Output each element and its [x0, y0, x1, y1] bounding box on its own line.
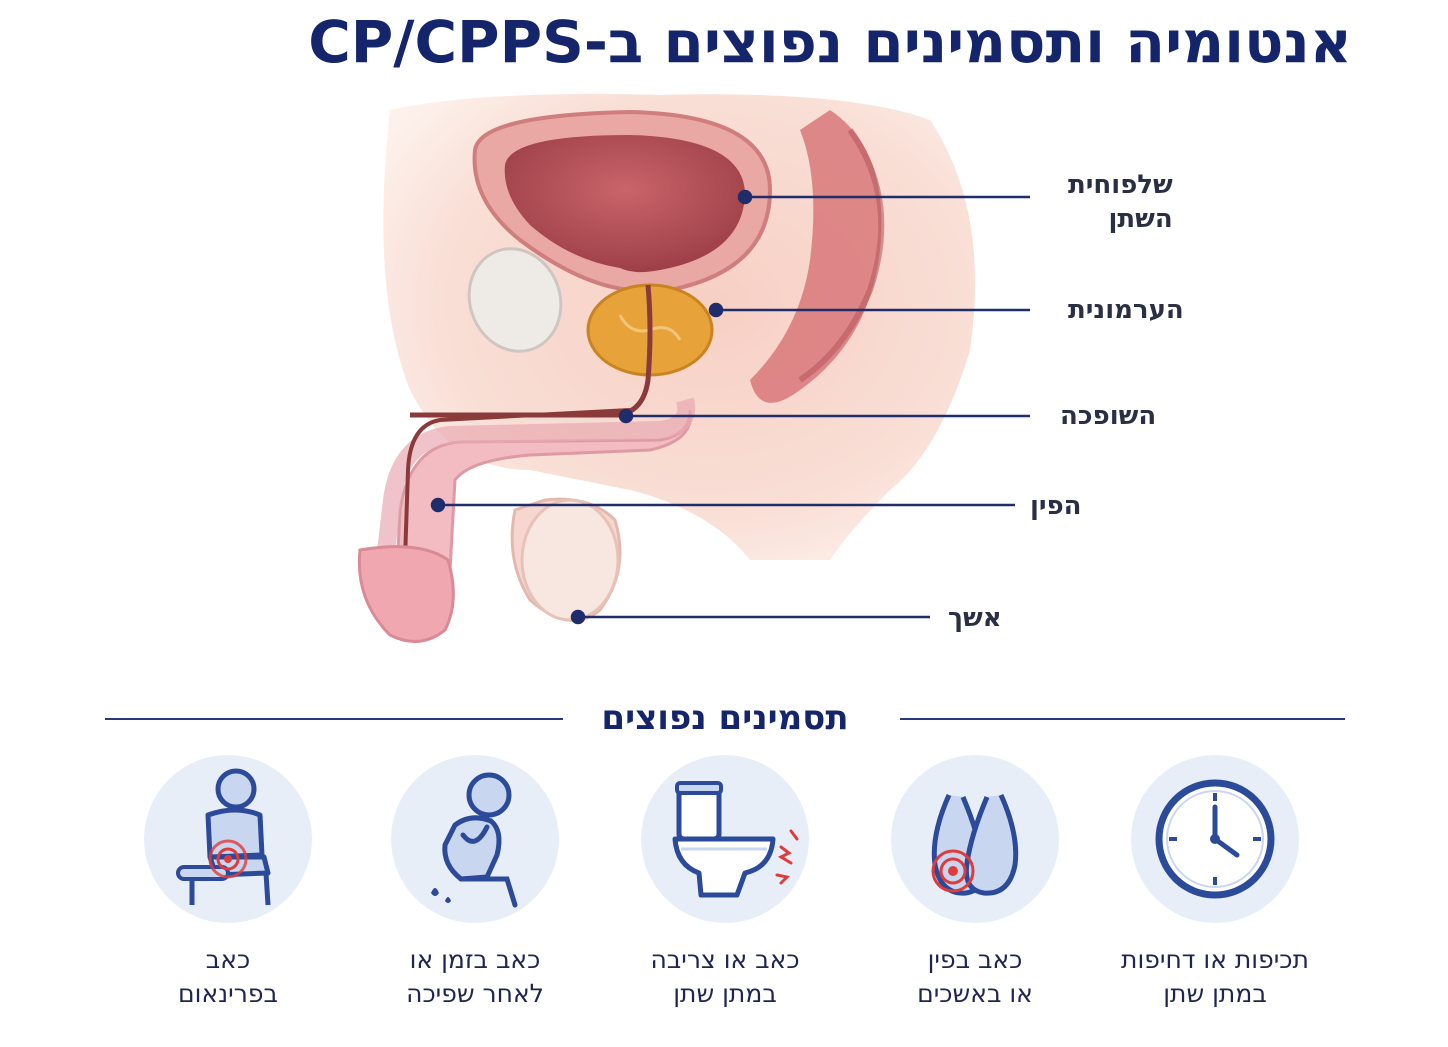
symptom-caption-line2: לאחר שפיכה — [406, 979, 544, 1008]
symptom-circle — [391, 755, 559, 923]
anatomy-illustration — [357, 94, 1030, 643]
symptom-caption: כאב בפרינאום — [128, 943, 328, 1011]
symptoms-section-title: תסמינים נפוצים — [601, 698, 849, 738]
label-testicle: אשך — [948, 603, 1002, 633]
symptom-caption-line1: תכיפות או דחיפות — [1121, 945, 1309, 974]
symptom-circle — [1131, 755, 1299, 923]
testicles-pain-icon — [931, 793, 1019, 896]
symptom-caption-line1: כאב — [205, 945, 251, 974]
person-perineum-pain-icon — [176, 768, 271, 906]
symptom-caption-line1: כאב בפין — [927, 945, 1023, 974]
section-divider-left — [105, 718, 563, 720]
label-prostate: הערמונית — [1068, 295, 1184, 325]
symptom-circle — [144, 755, 312, 923]
page-title: אנטומיה ותסמינים נפוצים ב-CP/CPPS — [308, 8, 1352, 76]
symptom-caption: כאב בזמן או לאחר שפיכה — [375, 943, 575, 1011]
symptom-penis-testicle-pain: כאב בפין או באשכים — [875, 755, 1075, 1011]
symptom-caption: כאב או צריבה במתן שתן — [625, 943, 825, 1011]
symptom-caption: תכיפות או דחיפות במתן שתן — [1115, 943, 1315, 1011]
label-bladder-line2: השתן — [1108, 204, 1173, 234]
person-ejaculation-pain-icon — [431, 772, 518, 908]
symptom-caption-line1: כאב או צריבה — [650, 945, 800, 974]
clock-icon — [1155, 779, 1275, 899]
section-divider-right — [900, 718, 1345, 720]
toilet-burning-icon — [672, 781, 799, 898]
symptom-caption-line2: במתן שתן — [673, 979, 777, 1008]
label-bladder-line1: שלפוחית — [1068, 170, 1173, 200]
symptom-urination-burning: כאב או צריבה במתן שתן — [625, 755, 825, 1011]
label-bladder: שלפוחית השתן — [1068, 168, 1173, 236]
symptom-caption-line2: או באשכים — [917, 979, 1033, 1008]
symptom-caption-line2: בפרינאום — [178, 979, 278, 1008]
symptom-ejaculation-pain: כאב בזמן או לאחר שפיכה — [375, 755, 575, 1011]
symptom-perineum-pain: כאב בפרינאום — [128, 755, 328, 1011]
symptom-caption: כאב בפין או באשכים — [875, 943, 1075, 1011]
symptom-caption-line1: כאב בזמן או — [409, 945, 541, 974]
symptom-circle — [641, 755, 809, 923]
symptom-frequency: תכיפות או דחיפות במתן שתן — [1115, 755, 1315, 1011]
label-urethra: השופכה — [1060, 401, 1157, 431]
symptom-caption-line2: במתן שתן — [1163, 979, 1267, 1008]
label-penis: הפין — [1030, 491, 1082, 521]
symptom-circle — [891, 755, 1059, 923]
